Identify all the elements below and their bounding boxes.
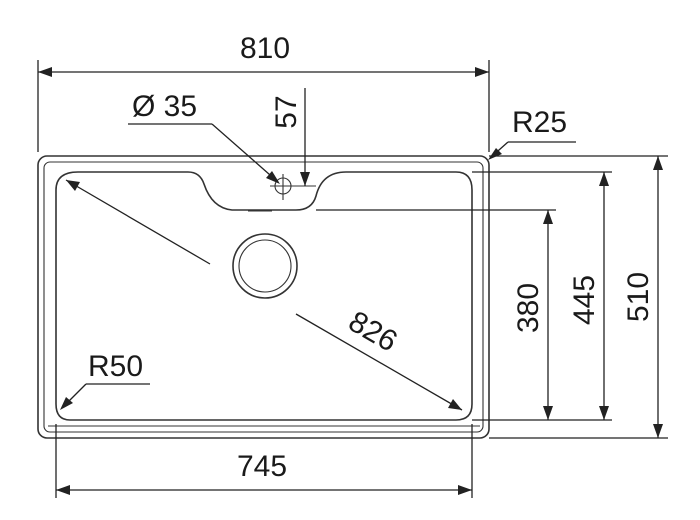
tap-offset-label: 57 [270, 95, 303, 128]
drain [232, 233, 298, 299]
tap-diameter-label: Ø 35 [132, 90, 197, 123]
overall-width-label: 810 [240, 32, 290, 65]
bowl-radius-label: R50 [88, 350, 143, 383]
dimension-tap-offset: 57 [270, 88, 310, 186]
tap-hole [248, 174, 316, 212]
overall-depth-label: 510 [622, 272, 655, 322]
bowl-outline [55, 171, 473, 421]
dimension-outer-radius: R25 [488, 106, 576, 160]
bowl-width-label: 745 [237, 450, 287, 483]
dimension-bowl-radius: R50 [60, 350, 150, 410]
outer-radius-label: R25 [512, 106, 567, 139]
dimension-tap-diameter: Ø 35 [128, 90, 280, 184]
dimension-bowl-depth: 445 [472, 171, 612, 421]
bowl-diagonal-label: 826 [343, 305, 403, 359]
drain-inner-ring [238, 239, 292, 293]
sink-outline [37, 155, 490, 439]
drain-outer-ring [232, 233, 298, 299]
drain-depth-label: 380 [512, 283, 545, 333]
dimension-drain-depth: 380 [316, 209, 556, 420]
bowl-depth-label: 445 [568, 275, 601, 325]
dimension-bowl-width: 745 [55, 424, 473, 498]
sink-outer-rim [37, 155, 490, 439]
sink-inner-rim [43, 161, 484, 433]
dimension-overall-width: 810 [37, 32, 490, 152]
dimension-overall-depth: 510 [489, 155, 668, 439]
